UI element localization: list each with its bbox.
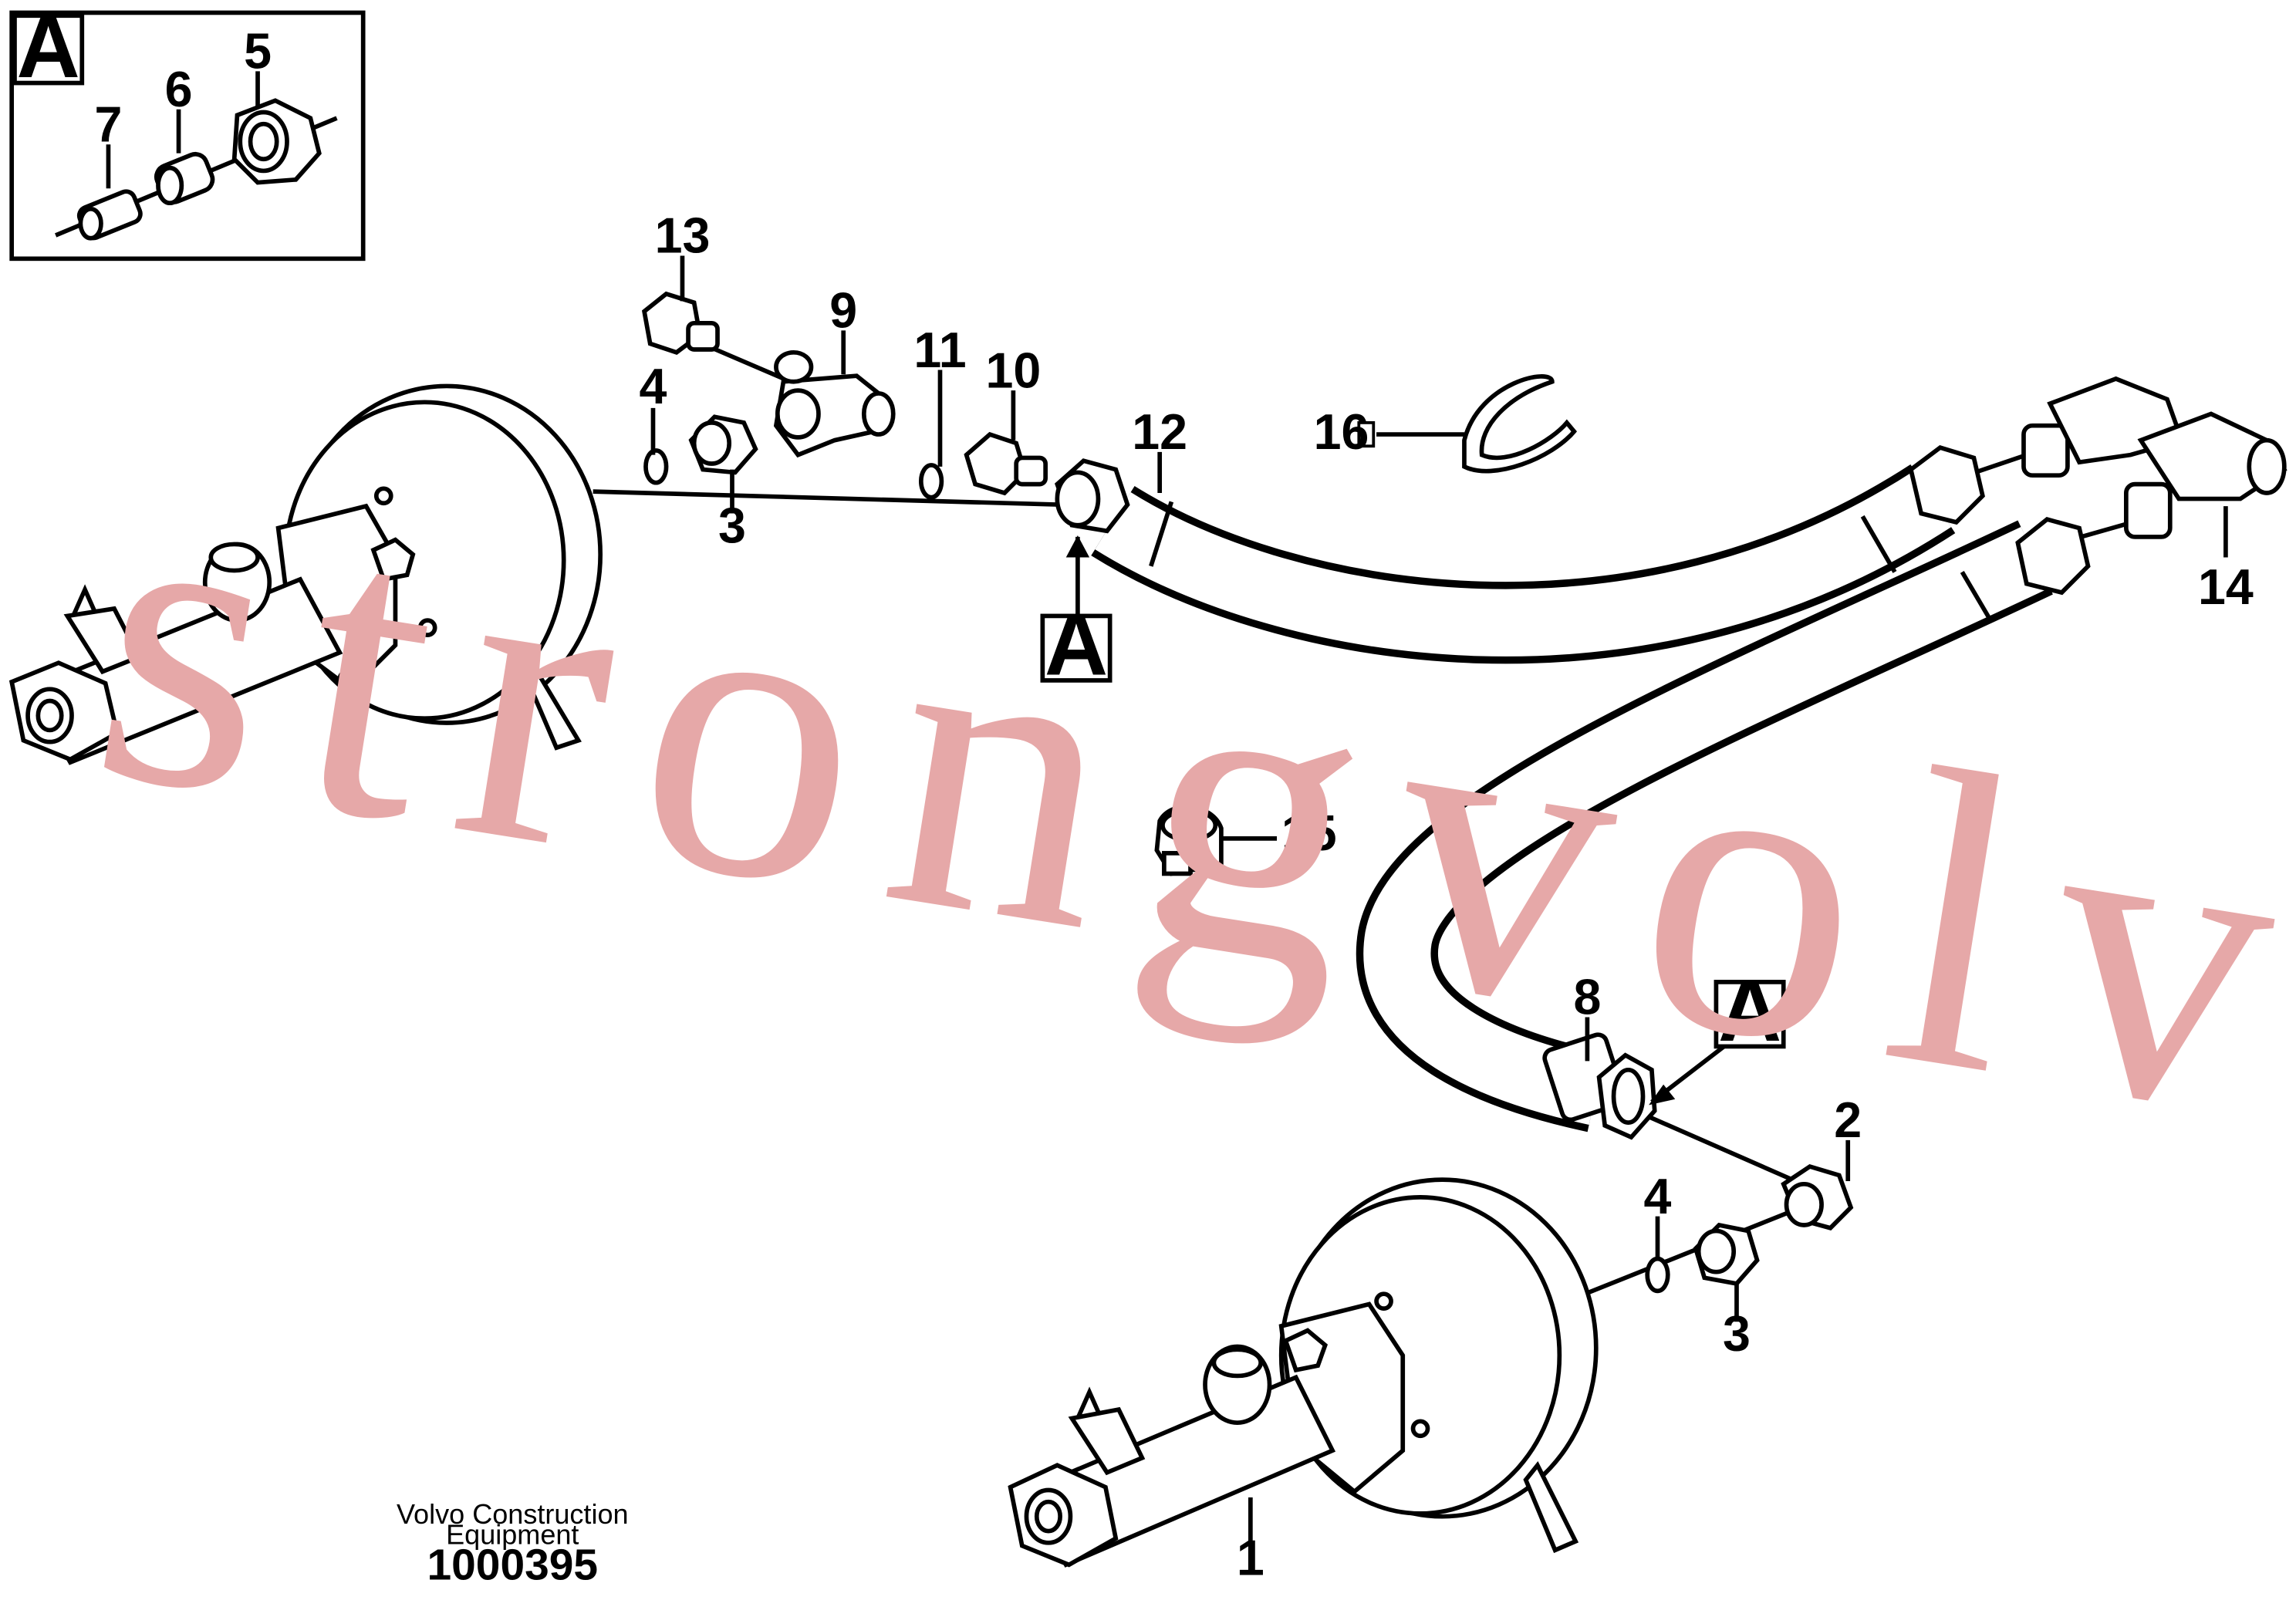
part-4-oring-lower [1645,1256,1670,1294]
callout-9: 9 [829,283,857,339]
drawing-number: 1000395 [427,1540,598,1589]
brake-cylinder-upper [8,383,603,765]
hose-end-upper-right [1908,445,1985,525]
part-3-nut-lower [1693,1222,1760,1286]
part-9-tee [773,349,896,458]
part-5-nut [231,98,322,185]
detail-view-a: A 7 6 5 [9,0,366,262]
part-15-clamp [1154,804,1278,876]
section-marker-a-1: A [1040,535,1113,694]
footer: Volvo Construction Equipment 1000395 [397,1498,629,1589]
part-6-ferrule [154,151,215,206]
callout-4-upper: 4 [640,359,667,414]
part-11-oring [918,463,944,500]
hose-end-lower-right [2015,517,2091,596]
callout-5: 5 [244,24,272,79]
part-4-oring-upper [643,448,669,485]
callout-3-lower: 3 [1723,1306,1751,1362]
section-marker-a-2: A [1649,962,1786,1106]
part-2-union [1781,1163,1854,1230]
part-8-hose-fitting [1542,1032,1657,1140]
part-13-plug [641,291,720,355]
callout-15: 15 [1281,805,1337,861]
callout-12: 12 [1132,404,1187,460]
callout-16: 16 [1314,404,1369,460]
section-marker-label-2: A [1718,962,1781,1060]
part-3-nut-upper [688,414,758,475]
callout-6: 6 [165,62,193,117]
callout-14: 14 [2198,559,2254,615]
footer-company: Volvo Construction [397,1498,629,1530]
callout-4-lower: 4 [1644,1169,1672,1224]
callout-13: 13 [655,208,711,264]
upper-fitting-chain [593,291,1130,534]
callout-2: 2 [1834,1092,1862,1148]
brake-cylinder-lower [1008,1177,1599,1568]
callout-3-upper: 3 [718,498,746,554]
callout-10: 10 [986,343,1042,398]
callout-11: 11 [913,322,966,378]
hose-8-lower [1356,520,2053,1133]
section-marker-label-1: A [1045,596,1108,694]
hose-12 [1091,464,1956,664]
detail-view-label: A [17,0,80,96]
part-16-cable-tie [1357,374,1578,474]
lower-fitting-chain [1542,1032,1854,1295]
part-14-elbows [1908,376,2288,596]
callout-8: 8 [1573,970,1601,1025]
part-10-adapter [964,431,1048,496]
footer-company-line2: Equipment [446,1519,579,1551]
part-12-hose-end [1054,458,1130,534]
callout-7: 7 [95,96,123,152]
leader-lines [650,255,1851,1544]
part-7-sleeve [76,189,143,241]
callout-1: 1 [1237,1531,1264,1586]
